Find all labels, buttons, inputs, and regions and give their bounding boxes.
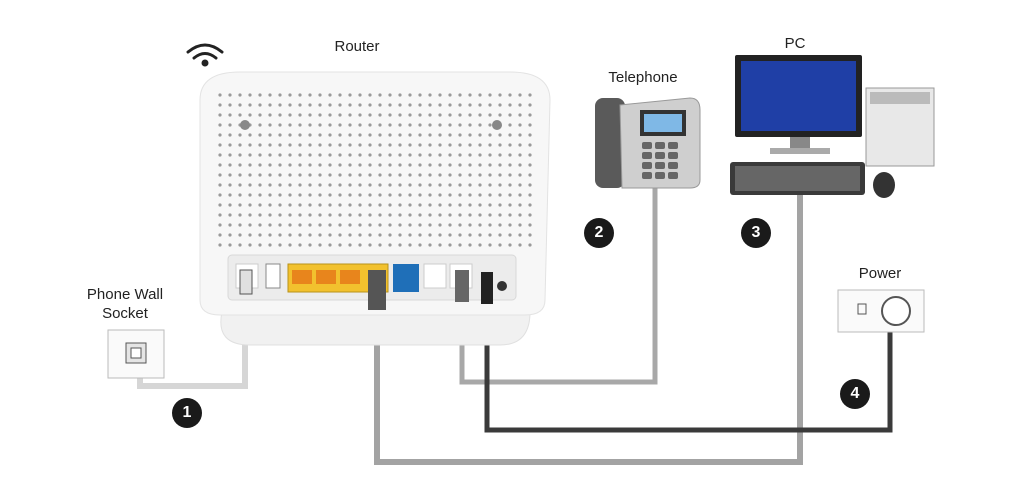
step-badge-3: 3 — [741, 218, 771, 248]
router-device — [199, 71, 551, 346]
wall-socket-label-line1: Phone Wall — [86, 286, 164, 303]
wall-socket-label-line2: Socket — [102, 305, 148, 322]
power-outlet — [837, 289, 925, 333]
power-label: Power — [858, 265, 902, 282]
telephone-device — [595, 97, 701, 189]
cable-router-to-pc — [374, 195, 803, 465]
telephone-label: Telephone — [608, 69, 678, 86]
wan-port — [393, 264, 419, 292]
pc-label: PC — [784, 35, 806, 52]
router-label: Router — [334, 38, 380, 55]
step-badge-1: 1 — [172, 398, 202, 428]
phone-wall-socket — [107, 329, 165, 379]
cable-router-to-power — [484, 300, 893, 433]
wifi-icon — [186, 43, 224, 67]
step-badge-4: 4 — [840, 379, 870, 409]
step-badge-2: 2 — [584, 218, 614, 248]
pc-device — [730, 55, 935, 198]
